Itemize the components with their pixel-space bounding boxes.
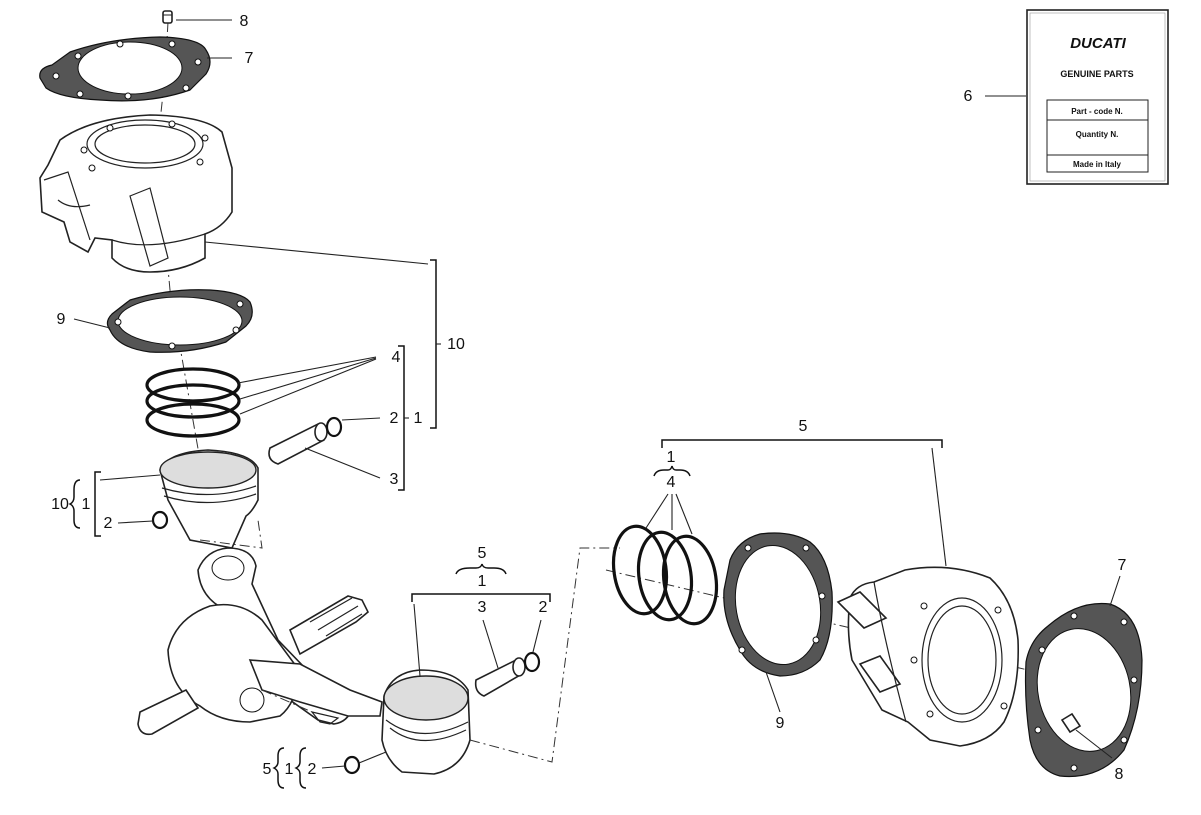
callout-right-seal-8: 8 bbox=[1115, 766, 1124, 783]
right-group-braces: 5 1 4 bbox=[645, 418, 947, 567]
callout-bottom-group-5: 5 bbox=[263, 761, 272, 778]
callout-mid-pin-3: 3 bbox=[478, 599, 487, 616]
callout-bottom-circlip-2: 2 bbox=[308, 761, 317, 778]
tag-origin: Made in Italy bbox=[1073, 160, 1122, 169]
callout-top-circlip-2: 2 bbox=[390, 410, 399, 427]
callout-left-group-10: 10 bbox=[51, 496, 69, 513]
top-head-gasket: 7 bbox=[39, 36, 254, 102]
top-piston-pin: 2 3 bbox=[268, 410, 399, 488]
callout-top-seal-8: 8 bbox=[240, 13, 249, 30]
top-seal: 8 bbox=[162, 10, 249, 30]
callout-right-rings-4: 4 bbox=[667, 474, 676, 491]
tag-quantity: Quantity N. bbox=[1076, 130, 1119, 139]
callout-mid-group-1: 1 bbox=[478, 573, 487, 590]
callout-mid-group-5: 5 bbox=[478, 545, 487, 562]
mid-piston bbox=[321, 547, 620, 775]
mid-piston-pin bbox=[474, 619, 542, 697]
callout-tag-6: 6 bbox=[964, 88, 973, 105]
callout-mid-circlip-2: 2 bbox=[539, 599, 548, 616]
callout-top-rings-4: 4 bbox=[392, 349, 401, 366]
right-cylinder bbox=[836, 566, 1020, 747]
top-piston-rings: 4 bbox=[145, 349, 401, 438]
callout-left-circlip-2: 2 bbox=[104, 515, 113, 532]
right-seal: 8 bbox=[1060, 712, 1124, 783]
callout-right-group-5: 5 bbox=[799, 418, 808, 435]
tag-heading: GENUINE PARTS bbox=[1060, 69, 1133, 79]
callout-top-head-gasket-7: 7 bbox=[245, 50, 254, 67]
bottom-group-braces: 5 1 2 bbox=[263, 747, 317, 789]
callout-right-group-1: 1 bbox=[667, 449, 676, 466]
callout-top-group-10: 10 bbox=[447, 336, 465, 353]
callout-right-base-gasket-9: 9 bbox=[776, 715, 785, 732]
mid-group-braces: 5 1 3 2 bbox=[411, 545, 551, 616]
crankshaft-assembly bbox=[137, 519, 383, 736]
genuine-parts-tag: DUCATI GENUINE PARTS Part - code N. Quan… bbox=[964, 9, 1169, 185]
right-base-gasket: 9 bbox=[723, 532, 833, 732]
top-base-gasket: 9 bbox=[57, 289, 253, 353]
ducati-brand: DUCATI bbox=[1070, 35, 1126, 52]
callout-bottom-group-1: 1 bbox=[285, 761, 294, 778]
right-piston-rings bbox=[611, 524, 719, 626]
tag-part-code: Part - code N. bbox=[1071, 107, 1123, 116]
top-group-braces: 10 1 bbox=[398, 259, 465, 491]
callout-top-group-1: 1 bbox=[414, 410, 423, 427]
top-cylinder bbox=[39, 114, 429, 273]
callout-top-base-gasket-9: 9 bbox=[57, 311, 66, 328]
top-piston bbox=[99, 449, 259, 549]
callout-left-group-1: 1 bbox=[82, 496, 91, 513]
left-group-braces: 10 1 2 bbox=[51, 471, 113, 537]
callout-right-head-gasket-7: 7 bbox=[1118, 557, 1127, 574]
right-head-gasket: 7 bbox=[1024, 557, 1143, 778]
callout-top-pin-3: 3 bbox=[390, 471, 399, 488]
